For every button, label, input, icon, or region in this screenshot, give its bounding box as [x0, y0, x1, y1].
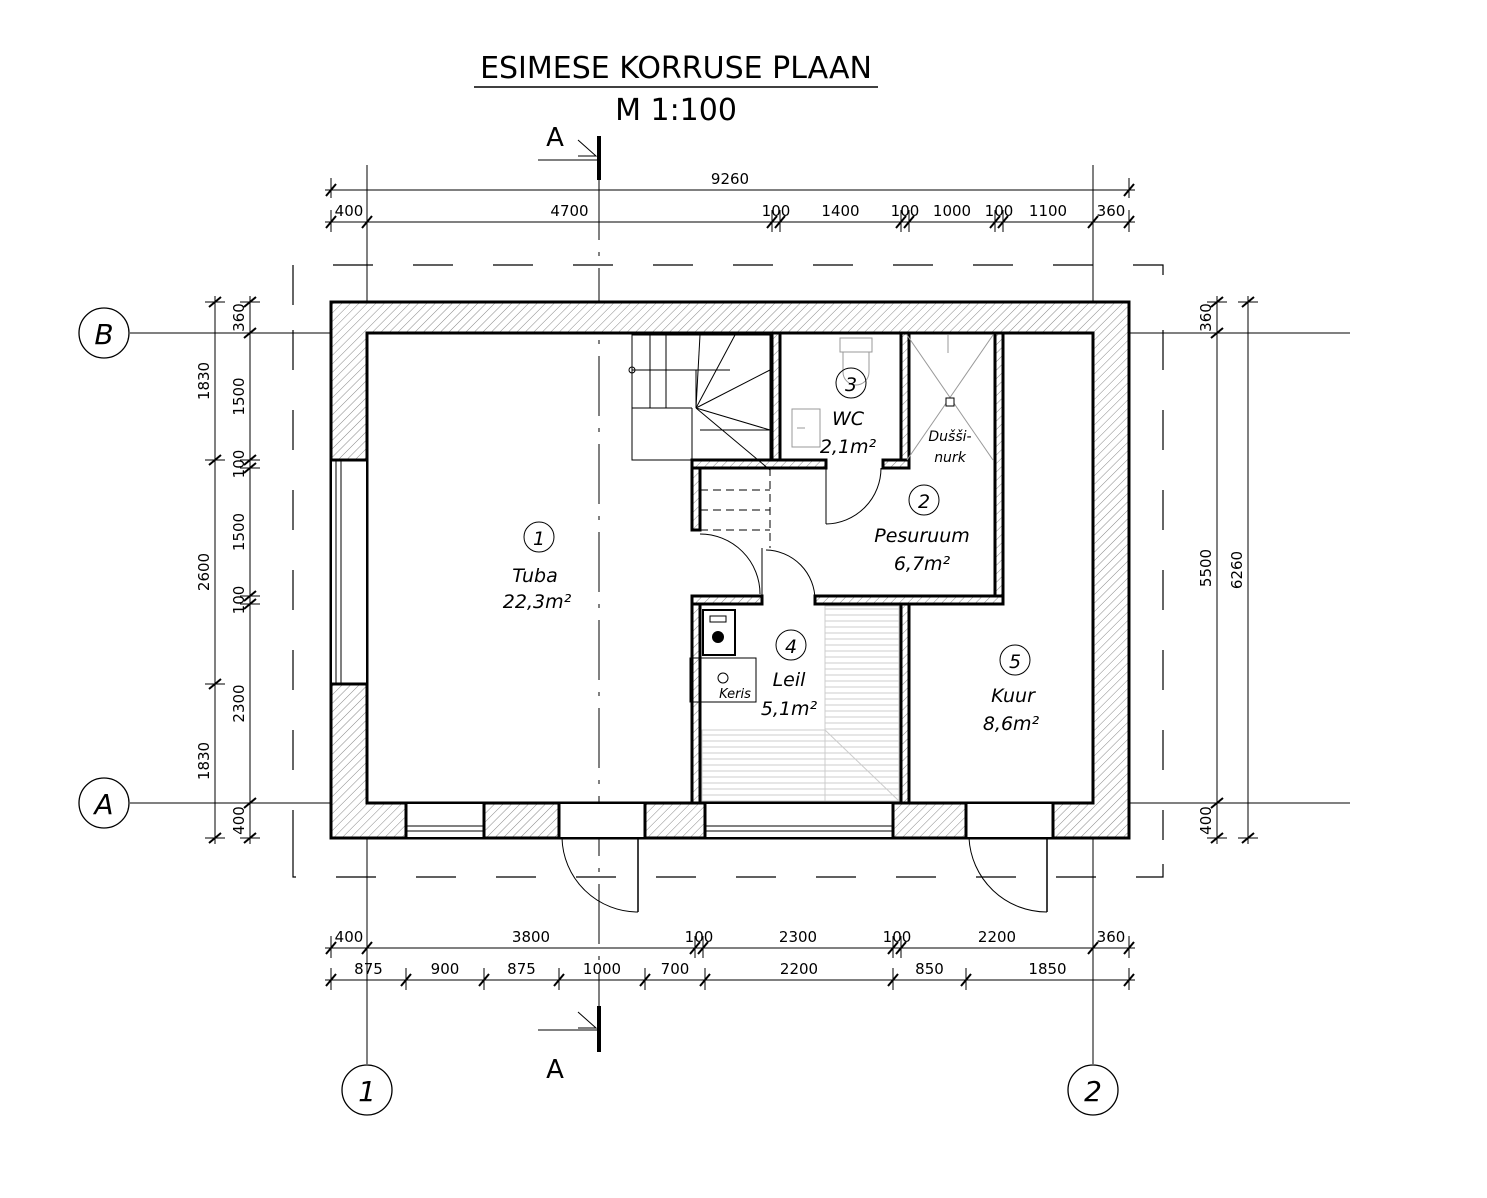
svg-text:5: 5 [1009, 651, 1021, 673]
dimension-label: 100 [985, 202, 1014, 220]
room-label-tuba: 1 Tuba 22,3m² [503, 521, 572, 613]
dimension-label: 2200 [978, 928, 1016, 946]
grid-bubble-A: A [78, 777, 130, 829]
dimension-label: 2200 [780, 960, 818, 978]
leil-door [699, 533, 816, 601]
dimension-label: 4700 [550, 202, 588, 220]
dimension-label: 360 [1097, 928, 1126, 946]
dimension-label: 3800 [512, 928, 550, 946]
svg-text:Pesuruum: Pesuruum [874, 525, 970, 547]
shower-label: Dušši- nurk [928, 429, 971, 466]
dimension-label: 100 [762, 202, 791, 220]
dimension-label: 400 [1197, 806, 1215, 835]
svg-text:Dušši-: Dušši- [928, 429, 971, 445]
svg-text:B: B [94, 318, 113, 351]
wc-door [825, 467, 882, 525]
dimension-label: 1000 [583, 960, 621, 978]
svg-text:WC: WC [832, 408, 865, 430]
dimension-label: 1830 [195, 362, 213, 400]
plan-scale: M 1:100 [615, 93, 737, 128]
sauna-benches [701, 605, 900, 802]
dimension-label: 360 [1097, 202, 1126, 220]
section-mark-bottom: A [538, 1006, 601, 1085]
svg-text:22,3m²: 22,3m² [503, 591, 572, 613]
svg-text:2: 2 [1084, 1075, 1102, 1108]
dimension-label: 360 [1197, 303, 1215, 332]
dimension-label: 9260 [711, 170, 749, 188]
room-label-wc: 3 WC 2,1m² [820, 367, 877, 458]
grid-bubble-2: 2 [1067, 1064, 1119, 1116]
grid-bubble-B: B [78, 307, 130, 359]
dimension-label: 100 [883, 928, 912, 946]
dimension-label: 1400 [821, 202, 859, 220]
dimension-label: 400 [230, 806, 248, 835]
dimension-label: 100 [230, 450, 248, 479]
exterior-walls [329, 300, 1131, 840]
dimension-label: 1100 [1029, 202, 1067, 220]
shower-icon [906, 334, 994, 461]
svg-text:Keris: Keris [719, 687, 751, 702]
dimension-label: 100 [230, 586, 248, 615]
grid-axes [130, 165, 1350, 1064]
svg-text:Leil: Leil [773, 669, 807, 691]
svg-text:Kuur: Kuur [991, 685, 1036, 707]
grid-bubble-1: 1 [341, 1064, 393, 1116]
svg-text:4: 4 [785, 636, 797, 658]
dimension-label: 875 [507, 960, 536, 978]
dimension-label: 900 [431, 960, 460, 978]
foundation-outline [292, 264, 1164, 878]
svg-text:5,1m²: 5,1m² [761, 698, 818, 720]
sink-icon [791, 408, 821, 448]
svg-text:3: 3 [845, 374, 857, 396]
dimension-label: 400 [335, 928, 364, 946]
dimension-label: 1850 [1028, 960, 1066, 978]
svg-text:A: A [546, 1055, 564, 1085]
dimension-label: 5500 [1197, 549, 1215, 587]
room-label-leil: 4 Leil 5,1m² [761, 629, 818, 720]
svg-text:1: 1 [358, 1075, 376, 1108]
svg-text:2: 2 [918, 491, 930, 513]
dimension-label: 100 [891, 202, 920, 220]
dimension-label: 1830 [195, 742, 213, 780]
dimension-label: 1500 [230, 513, 248, 551]
svg-text:A: A [92, 788, 113, 821]
svg-text:nurk: nurk [934, 450, 967, 466]
room-label-kuur: 5 Kuur 8,6m² [983, 644, 1040, 735]
svg-text:1: 1 [533, 528, 545, 550]
dimension-label: 1000 [933, 202, 971, 220]
svg-text:Tuba: Tuba [512, 565, 557, 587]
svg-text:6,7m²: 6,7m² [894, 553, 951, 575]
dimension-label: 2300 [779, 928, 817, 946]
dimension-label: 400 [335, 202, 364, 220]
dimension-label: 850 [915, 960, 944, 978]
dimension-label: 875 [354, 960, 383, 978]
staircase [628, 334, 771, 548]
svg-text:2,1m²: 2,1m² [820, 436, 877, 458]
dimension-label: 6260 [1228, 551, 1246, 589]
entrance-door-tuba [561, 837, 639, 913]
stove-icon: Keris [689, 609, 757, 703]
svg-text:A: A [546, 123, 564, 153]
section-mark-top: A [538, 123, 601, 180]
dimension-label: 1500 [230, 377, 248, 415]
room-label-pesuruum: 2 Pesuruum 6,7m² [874, 484, 970, 575]
svg-text:8,6m²: 8,6m² [983, 713, 1040, 735]
dimension-label: 100 [685, 928, 714, 946]
toilet-icon [839, 337, 873, 386]
dimension-label: 2600 [195, 553, 213, 591]
dimension-label: 700 [661, 960, 690, 978]
entrance-door-kuur [968, 837, 1048, 913]
plan-title: ESIMESE KORRUSE PLAAN [480, 51, 872, 86]
dimension-label: 2300 [230, 684, 248, 722]
dimension-label: 360 [230, 303, 248, 332]
